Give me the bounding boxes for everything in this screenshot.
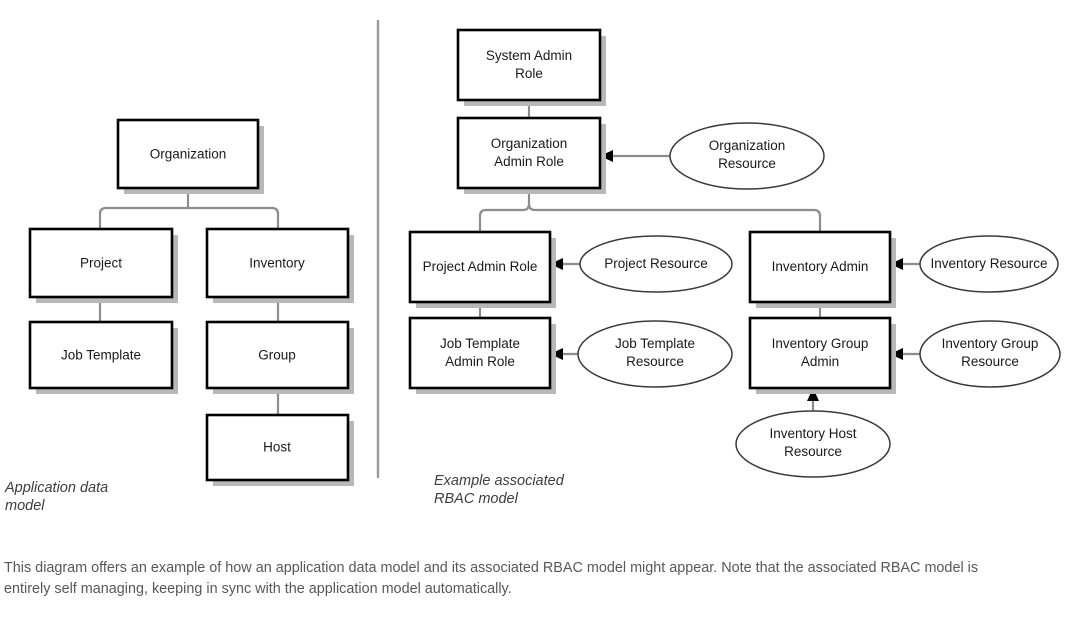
- resource-project-resource-label: Project Resource: [604, 256, 708, 271]
- node-project-admin-role[interactable]: Project Admin Role: [408, 230, 556, 308]
- node-group-label: Group: [258, 348, 296, 363]
- edge-organization-admin-inventory-admin: [527, 203, 822, 232]
- node-job-template-label: Job Template: [61, 348, 141, 363]
- node-organization[interactable]: Organization: [116, 118, 264, 194]
- node-inventory-admin-label: Inventory Admin: [772, 259, 869, 274]
- resource-arrows: [550, 150, 920, 412]
- node-group[interactable]: Group: [205, 320, 354, 394]
- node-project[interactable]: Project: [28, 227, 178, 303]
- edge-organization-admin-project-admin: [478, 203, 531, 232]
- node-host-label: Host: [263, 440, 291, 455]
- edge-organization-inventory: [188, 206, 280, 229]
- resource-inventory-resource-label: Inventory Resource: [930, 256, 1047, 271]
- arrow-head-project-resource: [550, 258, 563, 270]
- node-inventory[interactable]: Inventory: [205, 227, 354, 303]
- arrow-head-inventory-group-resource: [890, 348, 903, 360]
- arrow-head-inventory-resource: [890, 258, 903, 270]
- caption-application-data-model: Application data model: [5, 480, 109, 514]
- node-project-admin-role-label: Project Admin Role: [423, 259, 538, 274]
- resource-project-resource[interactable]: Project Resource: [579, 235, 733, 293]
- caption-rbac-model: Example associated RBAC model: [434, 473, 564, 507]
- node-inventory-label: Inventory: [249, 256, 305, 271]
- resource-inventory-resource[interactable]: Inventory Resource: [919, 235, 1059, 293]
- node-project-label: Project: [80, 256, 122, 271]
- arrow-head-organization-resource: [600, 150, 613, 162]
- arrow-head-inventory-host-resource: [807, 388, 819, 401]
- diagram-note: This diagram offers an example of how an…: [4, 560, 979, 597]
- node-organization-label: Organization: [150, 147, 227, 162]
- rbac-diagram-svg: Organization Project Inventory Job Templ…: [28, 20, 1061, 486]
- edge-organization-project: [98, 206, 188, 229]
- node-host[interactable]: Host: [205, 413, 354, 486]
- arrow-head-job-template-resource: [550, 348, 563, 360]
- node-inventory-admin[interactable]: Inventory Admin: [748, 230, 896, 308]
- node-job-template[interactable]: Job Template: [28, 320, 178, 394]
